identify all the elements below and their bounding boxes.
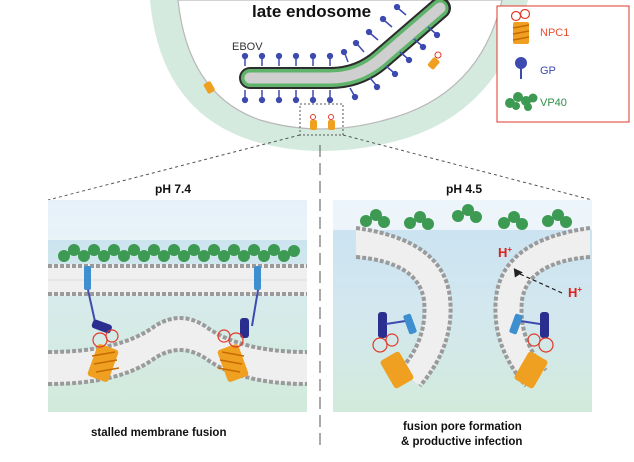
- right-ph-label: pH 4.5: [446, 182, 482, 196]
- npc1-icon-small-bottom: [310, 114, 335, 130]
- ebov-virion: [239, 0, 451, 104]
- gp-left-b: [240, 266, 261, 338]
- arrow-head-icon: [513, 268, 523, 278]
- vp40-layer-left: [58, 244, 300, 262]
- vp40-icon: [505, 92, 538, 111]
- gp-icon: [515, 57, 527, 79]
- npc1-left-a: [87, 329, 120, 382]
- right-caption-line2: & productive infection: [401, 436, 522, 448]
- npc1-right-a: [372, 333, 414, 389]
- proton-flow: H+ H+: [498, 245, 582, 300]
- legend-npc1-label: NPC1: [540, 27, 569, 39]
- gp-right-a: [378, 312, 417, 338]
- right-caption-line1: fusion pore formation: [403, 421, 522, 433]
- fusion-membrane-left-arm: [355, 226, 453, 388]
- virus-label: EBOV: [232, 41, 263, 53]
- legend-gp-label: GP: [540, 65, 556, 77]
- endosome-section: late endosome EBOV: [150, 0, 528, 151]
- proton-label-right: H+: [568, 285, 582, 300]
- legend: NPC1 GP VP40: [496, 5, 630, 123]
- left-ph-label: pH 7.4: [155, 182, 191, 196]
- endosome-title: late endosome: [252, 2, 371, 21]
- gp-right-b: [509, 312, 549, 338]
- right-panel: H+ H+ pH 4.5 fusion pore formation & pro…: [333, 182, 592, 448]
- vp40-layer-right: [360, 204, 572, 230]
- viral-membrane-left: [48, 264, 307, 296]
- npc1-icon-small-right: [427, 51, 442, 70]
- npc1-left-b: [217, 329, 249, 382]
- fusion-membrane-right-arm: [493, 226, 591, 388]
- npc1-icon-small-left: [203, 81, 215, 94]
- npc1-right-b: [514, 333, 554, 389]
- gp-left-a: [84, 266, 112, 334]
- left-panel: pH 7.4 stalled membrane fusion: [47, 182, 308, 439]
- npc1-icon: [510, 8, 531, 44]
- proton-label-top: H+: [498, 245, 512, 260]
- legend-vp40-label: VP40: [540, 97, 567, 109]
- left-caption: stalled membrane fusion: [91, 427, 226, 439]
- zoom-lines: [47, 134, 593, 448]
- zoom-box: [299, 103, 344, 136]
